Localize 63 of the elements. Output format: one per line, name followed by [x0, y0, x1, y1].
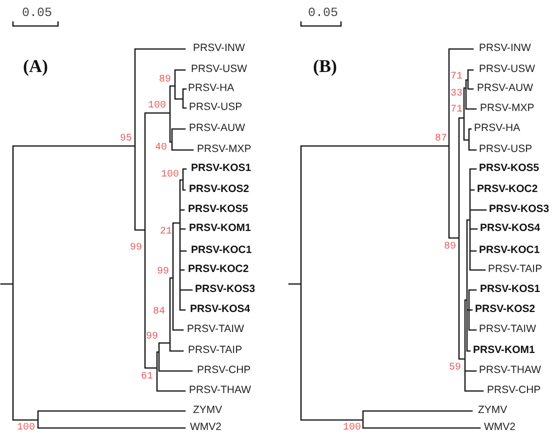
taxon-label: PRSV-KOM1	[189, 223, 251, 235]
taxon-label: PRSV-INW	[479, 43, 531, 55]
taxon-label: PRSV-AUW	[189, 123, 246, 135]
bootstrap-value: 100	[343, 422, 362, 434]
taxon-label: PRSV-CHP	[197, 365, 251, 377]
taxon-label: PRSV-USW	[191, 64, 248, 76]
panel-label: (A)	[23, 57, 48, 77]
taxon-label: PRSV-USP	[479, 144, 532, 156]
taxon-label: PRSV-HA	[188, 83, 234, 95]
taxon-label: PRSV-TAIP	[188, 345, 242, 357]
taxon-label: PRSV-THAW	[479, 365, 542, 377]
bootstrap-value: 40	[155, 142, 168, 154]
bootstrap-value: 87	[435, 134, 448, 144]
taxon-label: PRSV-USW	[479, 64, 536, 76]
taxon-label: PRSV-INW	[193, 43, 245, 55]
bootstrap-value: 84	[153, 306, 166, 318]
taxon-label: WMV2	[484, 422, 516, 434]
bootstrap-value: 71	[450, 72, 463, 82]
taxon-label: PRSV-KOS4	[480, 223, 540, 235]
bootstrap-value: 99	[130, 242, 142, 254]
taxon-label: PRSV-KOS1	[480, 284, 540, 296]
bootstrap-value: 61	[141, 372, 154, 382]
taxon-label: PRSV-KOC1	[479, 245, 540, 257]
taxon-label: PRSV-TAIW	[479, 324, 536, 336]
taxon-label: PRSV-AUW	[477, 83, 534, 95]
taxon-label: PRSV-KOS4	[190, 304, 250, 316]
taxon-label: ZYMV	[478, 405, 508, 417]
bootstrap-value: 59	[449, 362, 462, 374]
taxon-label: PRSV-MXP	[480, 103, 534, 115]
bootstrap-value: 21	[160, 226, 172, 238]
taxon-label: PRSV-HA	[474, 123, 520, 135]
taxon-label: PRSV-KOS1	[191, 163, 252, 175]
bootstrap-value: 100	[17, 422, 36, 434]
taxon-label: PRSV-KOS5	[188, 204, 248, 216]
scale-value: 0.05	[308, 7, 338, 21]
bootstrap-value: 100	[148, 100, 166, 112]
taxon-label: PRSV-USP	[189, 102, 242, 114]
taxon-label: PRSV-KOC2	[188, 264, 249, 276]
taxon-label: PRSV-KOC1	[191, 245, 252, 257]
scale-value: 0.05	[22, 7, 52, 21]
taxon-label: PRSV-KOS2	[189, 184, 250, 196]
bootstrap-value: 89	[444, 242, 456, 252]
taxon-label: ZYMV	[193, 405, 222, 417]
taxon-label: PRSV-KOC2	[477, 184, 538, 196]
bootstrap-value: 71	[450, 104, 463, 116]
taxon-label: PRSV-KOS3	[195, 284, 256, 296]
taxon-label: PRSV-KOS3	[489, 204, 550, 216]
bootstrap-value: 89	[159, 74, 172, 86]
taxon-label: PRSV-MXP	[197, 144, 252, 156]
panel-label: (B)	[313, 57, 337, 77]
taxon-label: PRSV-KOM1	[473, 345, 535, 357]
taxon-label: PRSV-TAIP	[488, 264, 542, 276]
taxon-label: PRSV-CHP	[487, 385, 541, 397]
bootstrap-value: 99	[157, 266, 170, 278]
taxon-label: WMV2	[190, 422, 222, 434]
taxon-label: PRSV-THAW	[189, 385, 252, 397]
bootstrap-value: 100	[161, 170, 180, 180]
taxon-label: PRSV-KOS2	[475, 304, 536, 316]
bootstrap-value: 95	[120, 134, 132, 144]
bootstrap-value: 33	[450, 88, 463, 100]
bootstrap-value: 99	[146, 332, 158, 342]
taxon-label: PRSV-KOS5	[479, 163, 540, 175]
taxon-label: PRSV-TAIW	[187, 324, 244, 336]
